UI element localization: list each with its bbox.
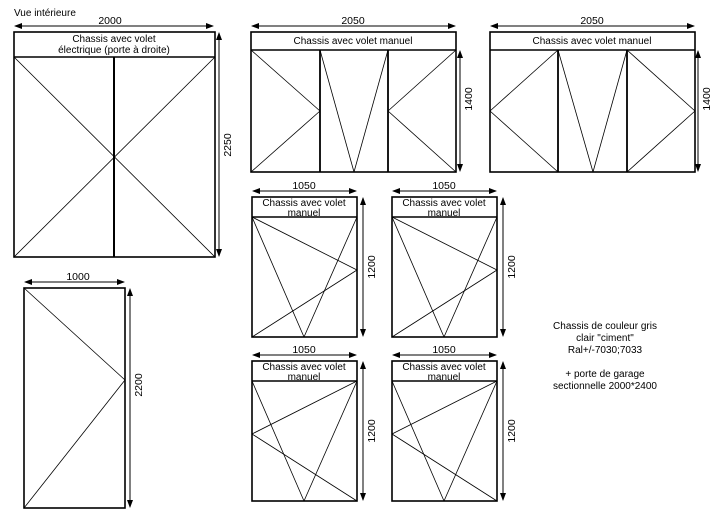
fenetre-3-height-label: 1200 <box>366 419 378 443</box>
opening-line <box>557 49 594 173</box>
note-line: Chassis de couleur gris <box>553 321 657 332</box>
fenetre-2 <box>391 188 506 338</box>
window-outer-frame <box>251 196 358 338</box>
opening-line <box>251 269 358 338</box>
opening-line <box>443 380 498 502</box>
window-outer-frame <box>251 360 358 502</box>
porte-fenetre-label-line1: Chassis avec volet <box>72 34 156 45</box>
opening-line <box>489 49 559 112</box>
porte-height-label: 2200 <box>133 373 145 397</box>
opening-line <box>251 216 305 338</box>
fenetre-2-width-label: 1050 <box>432 180 456 192</box>
opening-line <box>626 110 696 173</box>
opening-line <box>489 110 559 173</box>
opening-line <box>391 216 445 338</box>
door-outer-frame <box>23 287 126 509</box>
opening-line <box>353 49 389 173</box>
chassis-a-label: Chassis avec volet manuel <box>294 36 413 47</box>
fenetre-4-label-line2: manuel <box>428 372 461 383</box>
fenetre-1-width-label: 1050 <box>292 180 316 192</box>
drawing-title: Vue intérieure <box>14 8 76 19</box>
opening-line <box>443 216 498 338</box>
opening-line <box>23 379 126 509</box>
window-outer-frame <box>391 360 498 502</box>
fenetre-3 <box>251 352 366 502</box>
window-outer-frame <box>489 31 696 173</box>
opening-line <box>13 56 216 258</box>
fenetre-3-width-label: 1050 <box>292 344 316 356</box>
porte-fenetre-label-line2: électrique (porte à droite) <box>58 45 170 56</box>
fenetre-4-height-label: 1200 <box>506 419 518 443</box>
window-outer-frame <box>250 31 457 173</box>
chassis-b <box>489 23 701 173</box>
opening-line <box>319 49 355 173</box>
opening-line <box>251 216 358 271</box>
fenetre-3-label-line1: Chassis avec volet <box>262 362 346 373</box>
fenetre-1-label-line1: Chassis avec volet <box>262 198 346 209</box>
opening-line <box>251 380 305 502</box>
fenetre-4 <box>391 352 506 502</box>
note-line: sectionnelle 2000*2400 <box>553 381 657 392</box>
notes-block: Chassis de couleur gris clair "ciment" R… <box>553 321 657 392</box>
chassis-b-label: Chassis avec volet manuel <box>533 36 652 47</box>
note-line: + porte de garage <box>565 369 645 380</box>
fenetre-1 <box>251 188 366 338</box>
opening-line <box>391 380 445 502</box>
chassis-b-width-label: 2050 <box>580 15 604 27</box>
opening-line <box>23 287 126 381</box>
chassis-b-height-label: 1400 <box>701 87 713 111</box>
opening-line <box>391 216 498 271</box>
opening-line <box>251 433 358 502</box>
opening-line <box>251 380 358 435</box>
fenetre-2-label-line2: manuel <box>428 208 461 219</box>
note-line: clair "ciment" <box>576 333 634 344</box>
opening-line <box>303 216 358 338</box>
opening-line <box>250 110 321 173</box>
chassis-a-width-label: 2050 <box>341 15 365 27</box>
window-outer-frame <box>391 196 498 338</box>
opening-line <box>303 380 358 502</box>
porte-width-label: 1000 <box>66 271 90 283</box>
fenetre-1-height-label: 1200 <box>366 255 378 279</box>
opening-line <box>391 269 498 338</box>
fenetre-3-label-line2: manuel <box>288 372 321 383</box>
fenetre-4-label-line1: Chassis avec volet <box>402 362 486 373</box>
opening-line <box>387 49 457 112</box>
porte <box>23 279 133 509</box>
porte-fenetre-width-label: 2000 <box>98 15 122 27</box>
fenetre-2-label-line1: Chassis avec volet <box>402 198 486 209</box>
opening-line <box>626 49 696 112</box>
opening-line <box>391 433 498 502</box>
note-line: Ral+/-7030;7033 <box>568 345 643 356</box>
fenetre-2-height-label: 1200 <box>506 255 518 279</box>
opening-line <box>391 380 498 435</box>
opening-line <box>250 49 321 112</box>
opening-line <box>387 110 457 173</box>
fenetre-1-label-line2: manuel <box>288 208 321 219</box>
porte-fenetre <box>13 23 222 258</box>
opening-line <box>592 49 628 173</box>
chassis-a-height-label: 1400 <box>463 87 475 111</box>
fenetre-4-width-label: 1050 <box>432 344 456 356</box>
porte-fenetre-height-label: 2250 <box>222 133 234 157</box>
chassis-a <box>250 23 463 173</box>
